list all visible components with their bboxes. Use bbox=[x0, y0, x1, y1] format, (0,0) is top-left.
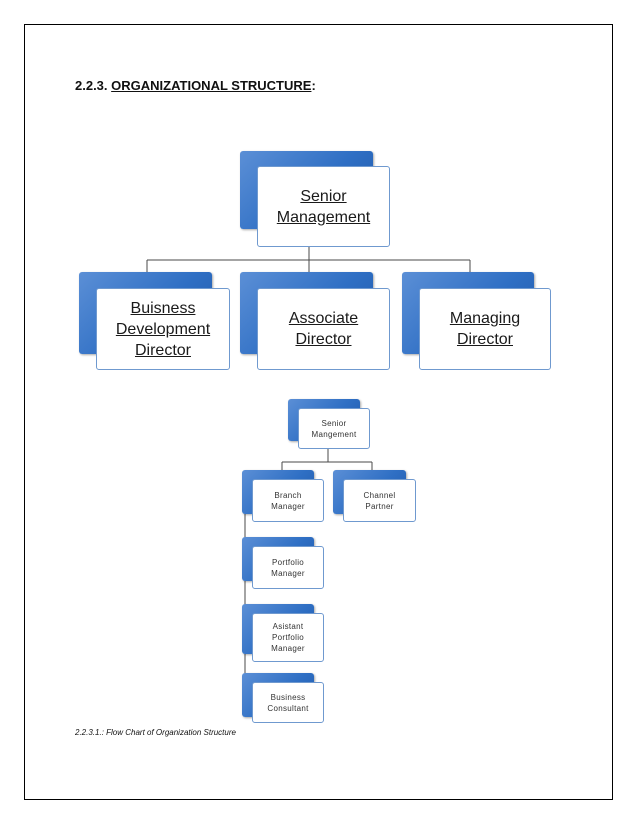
org-box-channel-partner: Channel Partner bbox=[333, 470, 416, 522]
org-box-assistant-portfolio-manager: Asistant Portfolio Manager bbox=[242, 604, 324, 662]
figure-caption: 2.2.3.1.: Flow Chart of Organization Str… bbox=[75, 728, 236, 737]
section-suffix: : bbox=[311, 78, 316, 93]
org-box-label: Business Consultant bbox=[267, 692, 309, 713]
page-border bbox=[24, 24, 613, 800]
org-box-senior-management: Senior Management bbox=[240, 151, 390, 247]
section-number: 2.2.3. bbox=[75, 78, 108, 93]
org-box-managing-director: Managing Director bbox=[402, 272, 551, 370]
org-box-label: Associate Director bbox=[288, 310, 359, 348]
section-heading: 2.2.3. ORGANIZATIONAL STRUCTURE: bbox=[75, 78, 316, 93]
org-box-label: Channel Partner bbox=[363, 490, 396, 511]
org-box-label: Senior Mangement bbox=[311, 418, 357, 439]
org-box-portfolio-manager: Portfolio Manager bbox=[242, 537, 324, 589]
org-box-business-consultant: Business Consultant bbox=[242, 673, 324, 723]
org-box-branch-manager: Branch Manager bbox=[242, 470, 324, 522]
org-box-senior-mangement: Senior Mangement bbox=[288, 399, 370, 449]
org-box-business-development-director: Buisness Development Director bbox=[79, 272, 230, 370]
section-title: ORGANIZATIONAL STRUCTURE bbox=[111, 78, 312, 93]
org-box-label: Buisness Development Director bbox=[115, 299, 211, 359]
org-box-associate-director: Associate Director bbox=[240, 272, 390, 370]
org-box-label: Asistant Portfolio Manager bbox=[271, 622, 305, 653]
org-box-label: Portfolio Manager bbox=[271, 557, 305, 578]
org-box-label: Senior Management bbox=[276, 187, 371, 226]
org-box-label: Branch Manager bbox=[271, 490, 305, 511]
org-box-label: Managing Director bbox=[449, 310, 521, 348]
